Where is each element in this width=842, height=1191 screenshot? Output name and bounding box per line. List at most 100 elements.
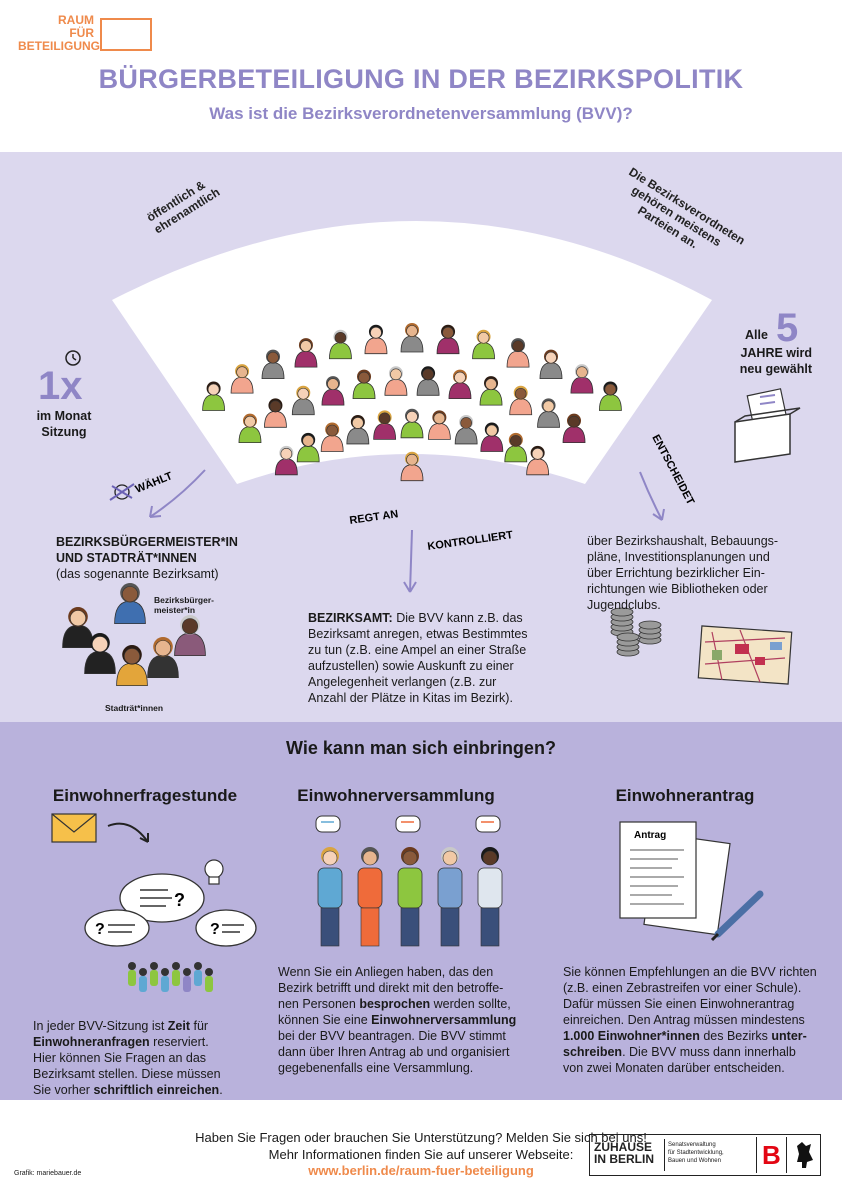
label-waehlt: WÄHLT [133,469,174,496]
participation-heading: Wie kann man sich einbringen? [286,738,556,758]
meeting-frequency-text: im Monat Sitzung [22,408,106,440]
arrow-entscheidet [639,471,663,521]
election-prefix: Alle [745,328,768,342]
person-figure [84,633,116,674]
page-title: BÜRGERBETEILIGUNG IN DER BEZIRKSPOLITIK [98,64,744,94]
person-figure [480,422,504,452]
person-figure [504,432,528,463]
person-figure [364,324,388,355]
ballot-box-icon [734,388,801,463]
meeting-frequency-number: 1x [38,364,83,408]
graphic-credit: Grafik: mariebauer.de [14,1170,82,1177]
person-figure [296,432,320,463]
vote-cross-icon [109,483,135,501]
person-figure [320,422,344,452]
person-figure [526,445,550,476]
control-text-line: aufzustellen) sowie Auskunft zu einer [308,659,514,673]
footer-line1: Haben Sie Fragen oder brauchen Sie Unter… [195,1130,647,1145]
col2-title: Einwohnerversammlung [297,786,495,805]
person-figure [509,385,533,416]
person-figure [506,338,530,368]
berlin-logo: ZUHAUSE IN BERLIN Senatsverwaltung für S… [589,1134,821,1176]
mayor-label-line: meister*in [154,605,196,615]
person-figure [539,349,563,380]
meeting-text-line: im Monat [36,409,92,423]
person-figure [400,323,424,353]
person-figure [294,338,318,368]
person-figure [264,398,287,428]
person-figure [384,366,408,396]
election-text-line: JAHRE wird [740,346,812,360]
control-text-rest: Die BVV kann z.B. das [392,611,523,625]
label-kontrolliert: KONTROLLIERT [427,529,514,553]
arrow-head-icon [139,833,149,843]
city-map-image [697,625,793,685]
decision-text-line: Jugendclubs. [587,598,661,612]
arrow-entscheidet-head [652,508,665,521]
svg-text:?: ? [174,890,185,910]
document-label: Antrag [634,830,666,841]
control-text-lead: BEZIRKSAMT: [308,611,393,625]
person-figure [321,376,345,406]
parliament-fan-shape [112,221,712,484]
berlin-logo-text: ZUHAUSE IN BERLIN [594,1141,654,1165]
person-figure [116,645,148,686]
logo-line: BETEILIGUNG [18,39,101,53]
arrow-waehlt [149,469,206,518]
berlin-bear-icon [797,1142,813,1168]
person-figure [238,413,262,444]
person-figure [346,414,370,445]
person-figure [329,329,352,360]
parliament-illustration: öffentlich & ehrenamtlich Die Bezirksver… [62,165,801,686]
person-figure [448,369,472,399]
berlin-divider [756,1137,757,1173]
person-figure [427,410,451,440]
bezirksamt-people [62,583,206,686]
election-text: JAHRE wird neu gewählt [734,345,812,377]
person-figure [147,637,179,678]
person-figure [472,329,495,360]
meeting-text-line: Sitzung [41,425,87,439]
berlin-b-letter: B [762,1140,781,1170]
person-figure [598,381,622,411]
mayor-label-line: Bezirksbürger- [154,595,214,605]
senat-line: Bauen und Wohnen [668,1158,721,1164]
bezirksamt-heading: BEZIRKSBÜRGERMEISTER*IN UND STADTRÄT*INN… [56,534,238,582]
senat-line: für Stadtentwicklung, [668,1150,724,1156]
svg-text:?: ? [210,921,220,938]
person-figure [174,615,206,656]
speech-bubbles-icon: ? ? ? [84,873,257,947]
label-regt-an: REGT AN [349,508,399,527]
clock-icon [65,350,81,366]
logo-line: FÜR [69,26,94,40]
participation-illustrations: ? ? ? Antrag [51,813,764,992]
councillors-label: Stadträt*innen [105,703,164,713]
berlin-divider [786,1137,787,1173]
decision-text-line: richtungen wie Bibliotheken oder [587,582,768,596]
assembly-people-illustration [315,815,503,947]
label-left-group: öffentlich & ehrenamtlich [144,178,222,237]
col3-text: Sie können Empfehlungen an die BVV richt… [563,964,833,1076]
person-figure [274,445,298,476]
col3-title: Einwohnerantrag [615,786,755,805]
document-stack-icon: Antrag [619,821,731,936]
control-text-line: Angelegenheit verlangen (z.B. zur [308,675,497,689]
person-figure [416,366,440,396]
svg-text:?: ? [95,921,105,938]
election-text-line: neu gewählt [739,362,812,376]
person-figure [537,398,560,428]
control-text-line: Anzahl der Plätze in Kitas im Bezirk). [308,691,513,705]
senat-text: Senatsverwaltung für Stadtentwicklung, B… [668,1141,724,1165]
person-figure [230,364,254,394]
arrow-regt-an-head [403,581,417,593]
parliament-seats [202,323,622,482]
person-figure [202,381,226,411]
decision-text-line: über Bezirkshaushalt, Bebauungs- [587,534,779,548]
arrow-icon [107,822,149,843]
footer-link[interactable]: www.berlin.de/raum-fuer-beteiligung [308,1163,534,1178]
person-figure [436,324,460,355]
col1-title: Einwohnerfragestunde [52,786,238,805]
